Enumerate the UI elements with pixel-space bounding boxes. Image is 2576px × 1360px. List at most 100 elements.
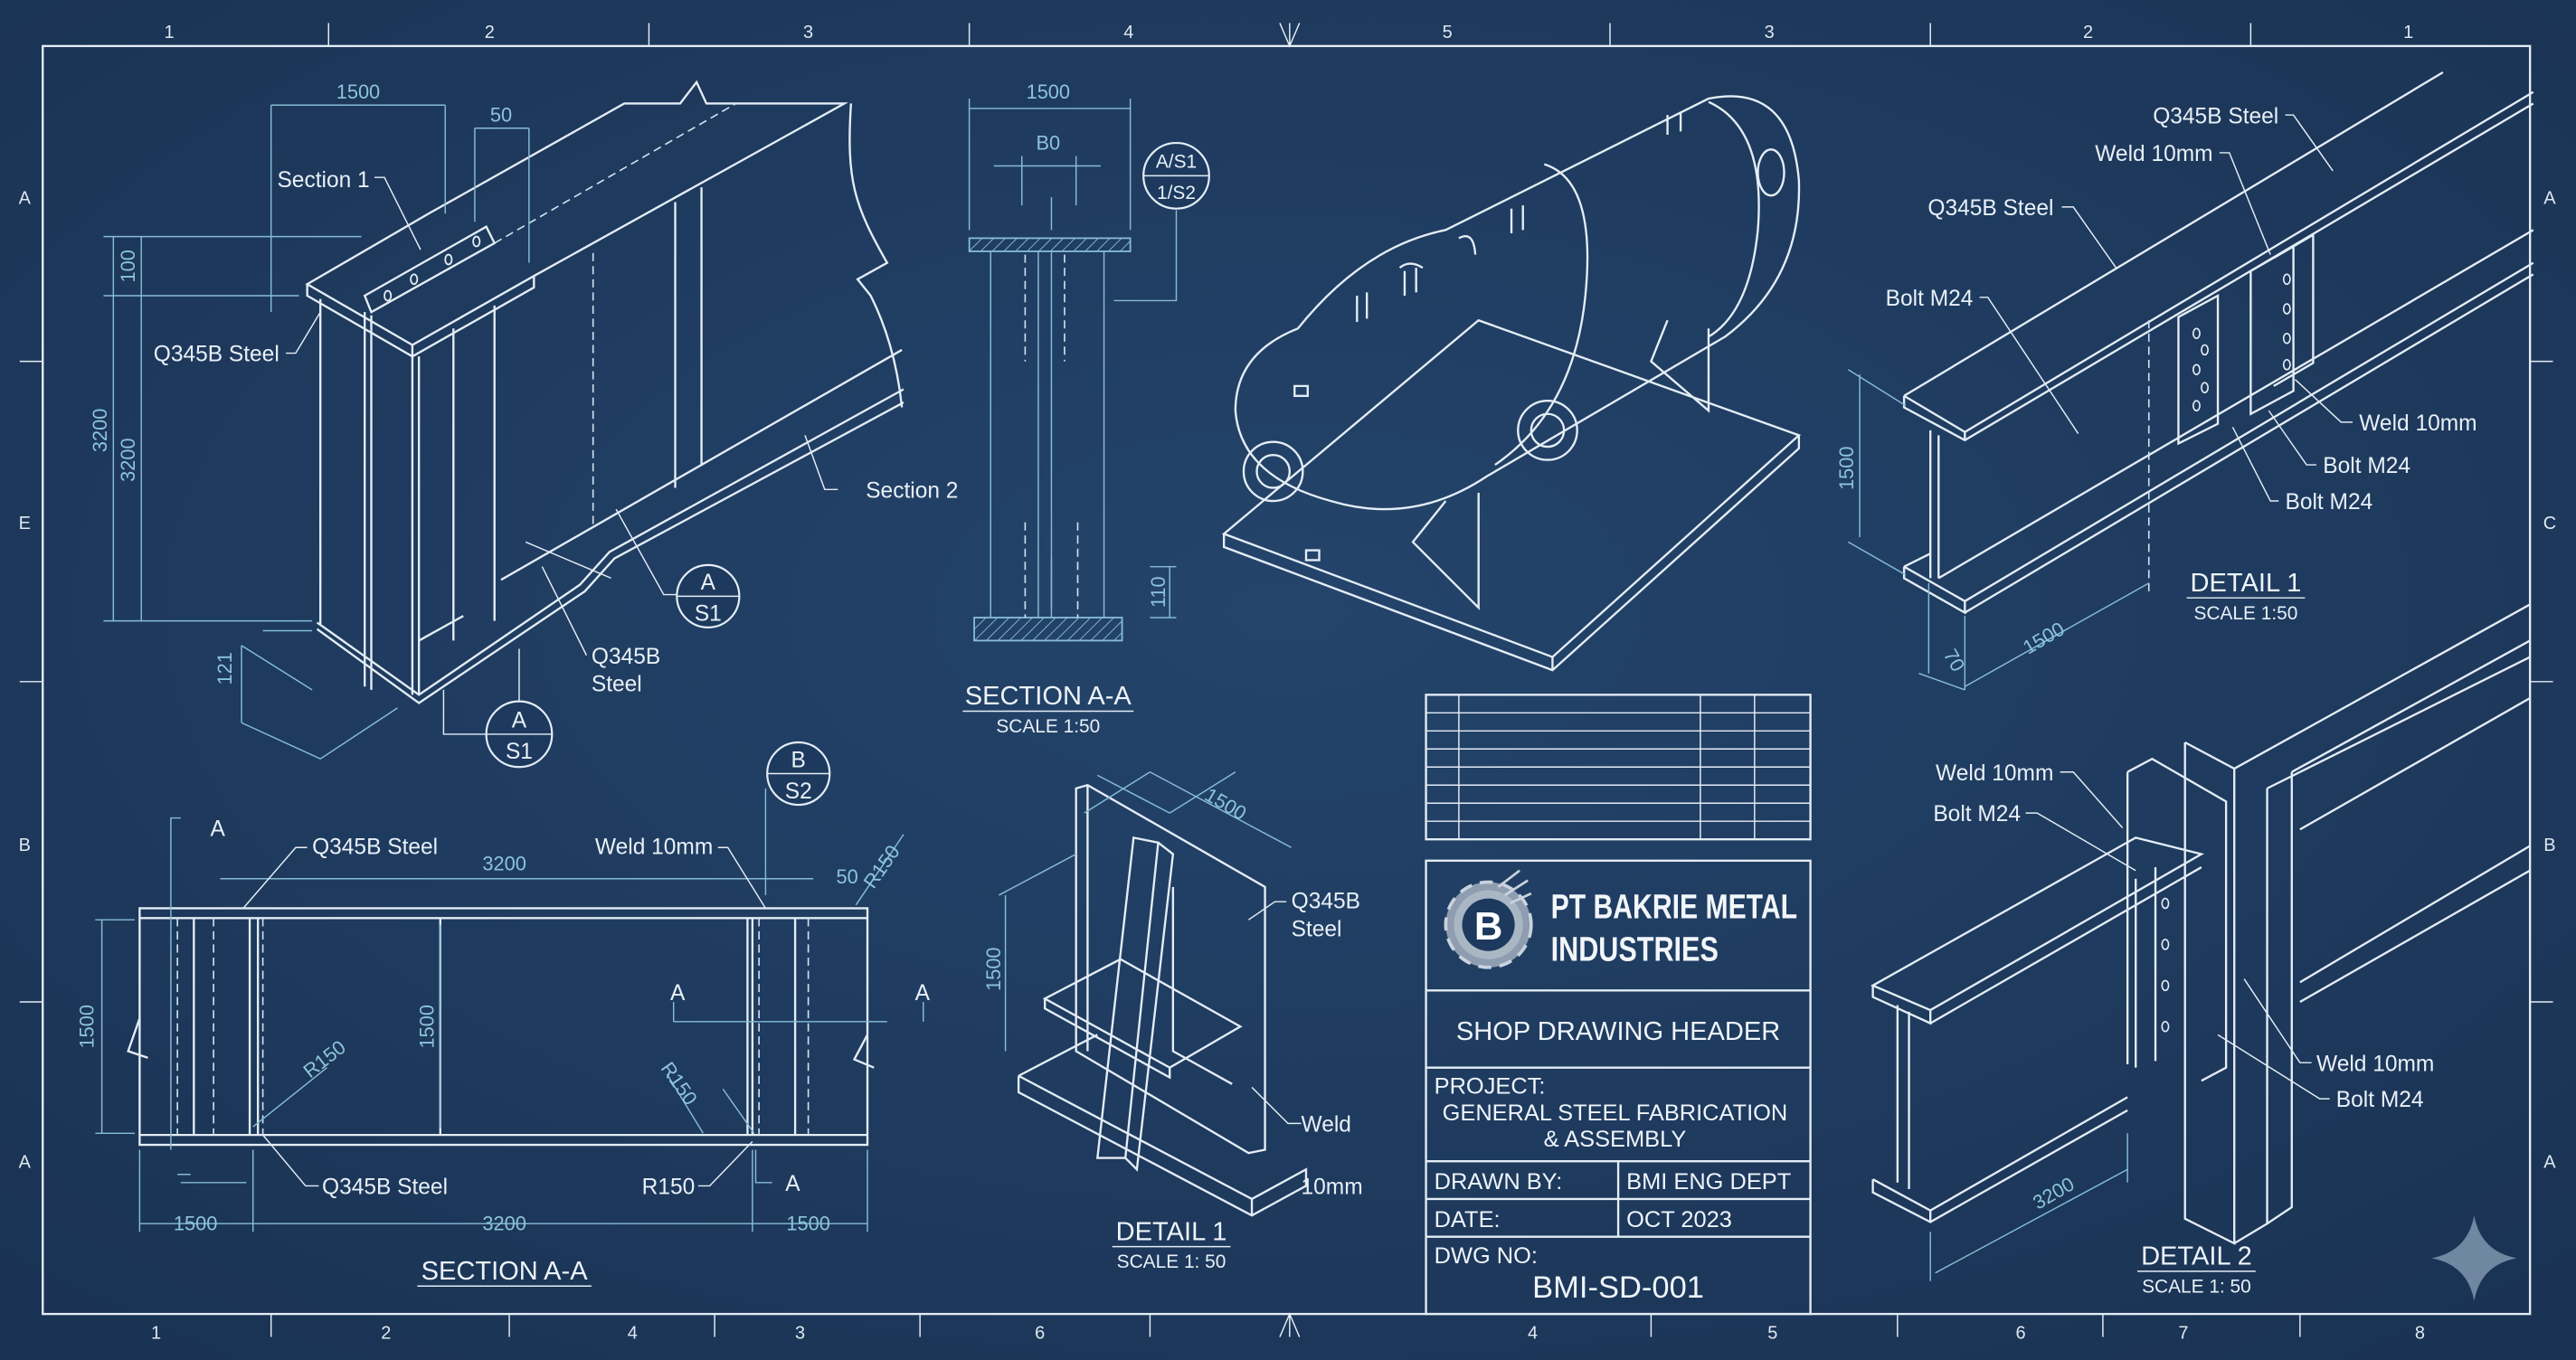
view-title: DETAIL 2 — [2141, 1242, 2252, 1271]
company-logo: B — [1444, 869, 1533, 969]
label-steel: Q345B Steel — [154, 343, 279, 367]
label-bolt-left: Bolt M24 — [1886, 287, 1974, 311]
section-a-a-bottom: 3200 50 R150 1500 1500 R150 R150 1500 32… — [76, 741, 931, 1287]
section-mark: A — [915, 981, 931, 1006]
dim-width: 1500 — [336, 80, 380, 103]
zone-label: A — [2543, 1152, 2556, 1172]
callout-top: A/S1 — [1156, 151, 1197, 172]
zone-label: B — [19, 836, 31, 855]
dim-flange: 100 — [117, 250, 139, 282]
callout-bottom: S2 — [785, 779, 812, 804]
label-steel-bottom: Q345B Steel — [322, 1176, 448, 1200]
label-weld-right: Weld 10mm — [2316, 1052, 2434, 1076]
zone-label: 3 — [795, 1323, 805, 1343]
title-block: B PT BAKRIE METAL INDUSTRIES SHOP DRAWIN… — [1425, 859, 1812, 1316]
view-scale: SCALE 1:50 — [996, 716, 1100, 737]
drawn-by-value: BMI ENG DEPT — [1626, 1169, 1791, 1195]
zone-label: 6 — [2016, 1323, 2026, 1343]
zone-label: B — [2543, 836, 2555, 855]
drawn-by-label: DRAWN BY: — [1435, 1169, 1563, 1195]
callout-top: A — [701, 571, 716, 595]
zone-label: 1 — [165, 23, 175, 42]
dwg-no-value: BMI-SD-001 — [1532, 1270, 1704, 1305]
dwg-no-label: DWG NO: — [1435, 1243, 1538, 1269]
project-name: GENERAL STEEL FABRICATION — [1443, 1100, 1788, 1126]
label-section-1: Section 1 — [277, 168, 369, 193]
dim-flange: 110 — [1147, 576, 1170, 608]
label-section-2: Section 2 — [866, 478, 958, 503]
zone-label: A — [19, 1152, 32, 1172]
dim-bottom-left: 1500 — [174, 1212, 217, 1234]
label-weld-top: Weld 10mm — [2095, 142, 2212, 166]
callout-top: A — [512, 709, 527, 733]
label-bolt-top: Bolt M24 — [1933, 802, 2021, 826]
zone-label: A — [2543, 188, 2556, 208]
drawing-header: SHOP DRAWING HEADER — [1456, 1017, 1780, 1046]
label-steel-bottom: Steel — [592, 673, 642, 697]
zone-label: C — [2543, 514, 2556, 534]
zone-label: 8 — [2415, 1323, 2425, 1343]
bottom-zone-labels: 1 2 4 3 6 4 5 6 7 8 — [151, 1323, 2425, 1343]
label-weld: 10mm — [1302, 1176, 1363, 1200]
label-r150: R150 — [642, 1176, 696, 1200]
dim-height: 1500 — [982, 947, 1005, 990]
zone-label: 5 — [1443, 23, 1453, 42]
side-zone-labels: A E B A A C B A — [19, 188, 2557, 1172]
dim-bottom-right: 1500 — [786, 1212, 829, 1234]
zone-label: 1 — [2403, 23, 2413, 42]
top-zone-labels: 1 2 3 4 5 3 2 1 — [165, 23, 2414, 42]
zone-label: 2 — [485, 23, 495, 42]
zone-label: A — [19, 188, 32, 208]
view-title: SECTION A-A — [965, 682, 1132, 711]
label-bolt-right: Bolt M24 — [2323, 454, 2410, 478]
callout-top: B — [791, 748, 806, 772]
callout-bubble: A S1 — [442, 648, 554, 769]
date-value: OCT 2023 — [1626, 1207, 1732, 1232]
company-name: PT BAKRIE METAL — [1551, 887, 1797, 926]
callout-bottom: S1 — [695, 602, 722, 627]
section-mark: A — [670, 981, 686, 1006]
view-scale: SCALE 1: 50 — [1117, 1251, 1226, 1272]
zone-label: 4 — [1528, 1323, 1538, 1343]
sparkle-icon — [2431, 1215, 2517, 1301]
callout-bubble: A/S1 1/S2 — [1142, 141, 1210, 210]
view-title: SECTION A-A — [421, 1257, 589, 1286]
callout-bottom: S1 — [506, 740, 533, 764]
label-bolt-right: Bolt M24 — [2286, 490, 2373, 515]
drawing-border: 1 2 3 4 5 3 2 1 1 2 4 3 6 4 5 6 7 8 A E … — [19, 23, 2557, 1344]
revision-table — [1425, 694, 1812, 841]
label-steel-top: Q345B Steel — [2153, 104, 2278, 128]
dim-plate: 50 — [490, 103, 512, 126]
label-steel-top: Q345B Steel — [312, 836, 438, 860]
callout-bubble: B S2 — [766, 741, 831, 807]
dim-height-mid: 1500 — [416, 1005, 439, 1048]
project-label: PROJECT: — [1435, 1074, 1546, 1100]
zone-label: 2 — [2083, 23, 2093, 42]
dim-height: 1500 — [1835, 446, 1858, 489]
dim-bottom-mid: 3200 — [482, 1212, 526, 1234]
label-weld-right: Weld 10mm — [2359, 411, 2477, 436]
isometric-beam-view: 1500 50 100 3200 3200 121 Section 1 Q345… — [89, 80, 958, 769]
dim-top-span: 3200 — [482, 853, 526, 875]
dim-height-left: 1500 — [76, 1005, 99, 1048]
section-mark: A — [210, 817, 225, 842]
label-bolt-right: Bolt M24 — [2336, 1088, 2424, 1112]
zone-label: 6 — [1035, 1323, 1045, 1343]
label-steel-left: Q345B Steel — [1927, 196, 2053, 221]
zone-label: 2 — [381, 1323, 391, 1343]
label-weld: Weld 10mm — [595, 836, 713, 860]
zone-label: 4 — [628, 1323, 638, 1343]
section-mark: A — [785, 1172, 800, 1196]
dim-height-outer: 3200 — [89, 409, 111, 452]
company-name: INDUSTRIES — [1551, 930, 1719, 969]
dim-offset: 50 — [837, 865, 858, 888]
date-label: DATE: — [1435, 1207, 1501, 1232]
callout-bottom: 1/S2 — [1157, 183, 1196, 203]
zone-label: 4 — [1123, 23, 1133, 42]
pressure-vessel-view — [1221, 95, 1802, 672]
zone-label: E — [19, 514, 31, 534]
zone-label: 3 — [803, 23, 813, 42]
label-weld: Weld — [1302, 1112, 1351, 1137]
detail-2: 3200 Weld 10mm Bolt M24 Weld 10mm Bolt M… — [1870, 603, 2531, 1297]
